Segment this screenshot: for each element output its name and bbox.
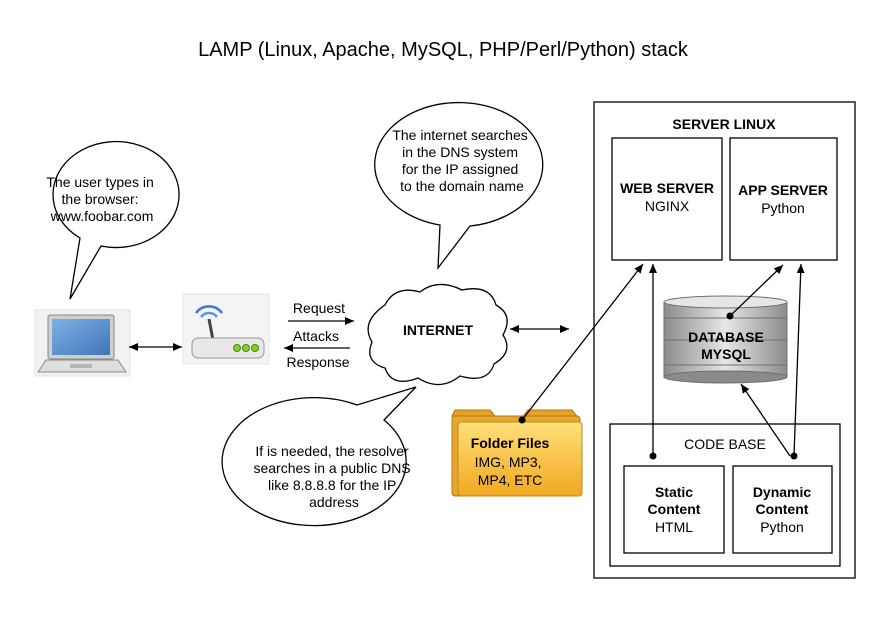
internet-cloud: INTERNET bbox=[367, 283, 508, 386]
web-server-title: WEB SERVER bbox=[620, 180, 714, 196]
database-icon: DATABASE MYSQL bbox=[663, 295, 788, 384]
resolver-speech-bubble: If is needed, the resolver searches in a… bbox=[221, 386, 417, 527]
web-server-subtitle: NGINX bbox=[645, 198, 690, 214]
bubble-resolver-line: address bbox=[309, 494, 359, 510]
dynamic-appserver-arrow bbox=[793, 263, 805, 457]
database-appserver-arrow bbox=[729, 264, 784, 317]
router-icon bbox=[182, 293, 270, 365]
dynamic-content-line: Content bbox=[756, 501, 809, 517]
folder-line: MP4, ETC bbox=[478, 472, 543, 488]
request-label: Request bbox=[293, 300, 345, 316]
bubble-dns-line: for the IP assigned bbox=[402, 161, 518, 177]
svg-text:IMG, MP3, MP4, ETC: IMG, MP3, MP4, ETC bbox=[475, 454, 546, 488]
connector-arrows bbox=[521, 263, 805, 457]
bubble-resolver-line: like 8.8.8.8 for the IP bbox=[268, 477, 396, 493]
diagram-title: LAMP (Linux, Apache, MySQL, PHP/Perl/Pyt… bbox=[198, 39, 689, 61]
bubble-resolver-line: If is needed, the resolver bbox=[255, 443, 409, 459]
laptop-icon bbox=[34, 309, 131, 377]
dynamic-content-sub: Python bbox=[760, 519, 804, 535]
folder-icon: Folder Files IMG, MP3, MP4, ETC bbox=[451, 409, 583, 497]
attacks-label: Attacks bbox=[293, 328, 339, 344]
bubble-user-line: The user types in bbox=[46, 174, 153, 190]
svg-text:The internet searches in: The internet searches in the DNS system … bbox=[392, 127, 531, 194]
app-server-subtitle: Python bbox=[761, 200, 805, 216]
response-label: Response bbox=[286, 354, 349, 370]
bubble-dns-line: to the domain name bbox=[400, 178, 524, 194]
dns-speech-bubble: The internet searches in the DNS system … bbox=[374, 101, 544, 271]
static-content-sub: HTML bbox=[655, 519, 693, 535]
static-content-line: Content bbox=[648, 501, 701, 517]
bubble-user-line: the browser: bbox=[62, 191, 139, 207]
app-server-title: APP SERVER bbox=[738, 182, 828, 198]
server-linux-title: SERVER LINUX bbox=[672, 116, 776, 132]
bubble-user-line: www.foobar.com bbox=[50, 208, 154, 224]
svg-text:If is needed, the resolver: If is needed, the resolver searches in a… bbox=[253, 443, 414, 510]
folder-title: Folder Files bbox=[471, 435, 550, 451]
bubble-dns-line: in the DNS system bbox=[402, 144, 518, 160]
internet-label: INTERNET bbox=[403, 322, 473, 338]
user-speech-bubble: The user types in the browser: www.fooba… bbox=[46, 140, 180, 300]
svg-text:The user types in the br: The user types in the browser: www.fooba… bbox=[46, 174, 157, 224]
connector-dots bbox=[518, 312, 798, 460]
static-content-box: Static Content HTML bbox=[623, 465, 725, 554]
dynamic-content-box: Dynamic Content Python bbox=[732, 465, 833, 554]
folder-line: IMG, MP3, bbox=[475, 454, 542, 470]
bubble-resolver-line: searches in a public DNS bbox=[253, 460, 410, 476]
database-title: DATABASE bbox=[688, 329, 764, 345]
bubble-dns-line: The internet searches bbox=[392, 127, 527, 143]
web-server-box: WEB SERVER NGINX bbox=[611, 137, 723, 261]
dynamic-content-line: Dynamic bbox=[753, 484, 812, 500]
database-subtitle: MYSQL bbox=[701, 346, 751, 362]
app-server-box: APP SERVER Python bbox=[729, 137, 838, 261]
dynamic-database-arrow bbox=[740, 383, 791, 457]
static-content-line: Static bbox=[655, 484, 693, 500]
code-base-title: CODE BASE bbox=[684, 436, 766, 452]
folder-webserver-arrow bbox=[521, 263, 644, 421]
